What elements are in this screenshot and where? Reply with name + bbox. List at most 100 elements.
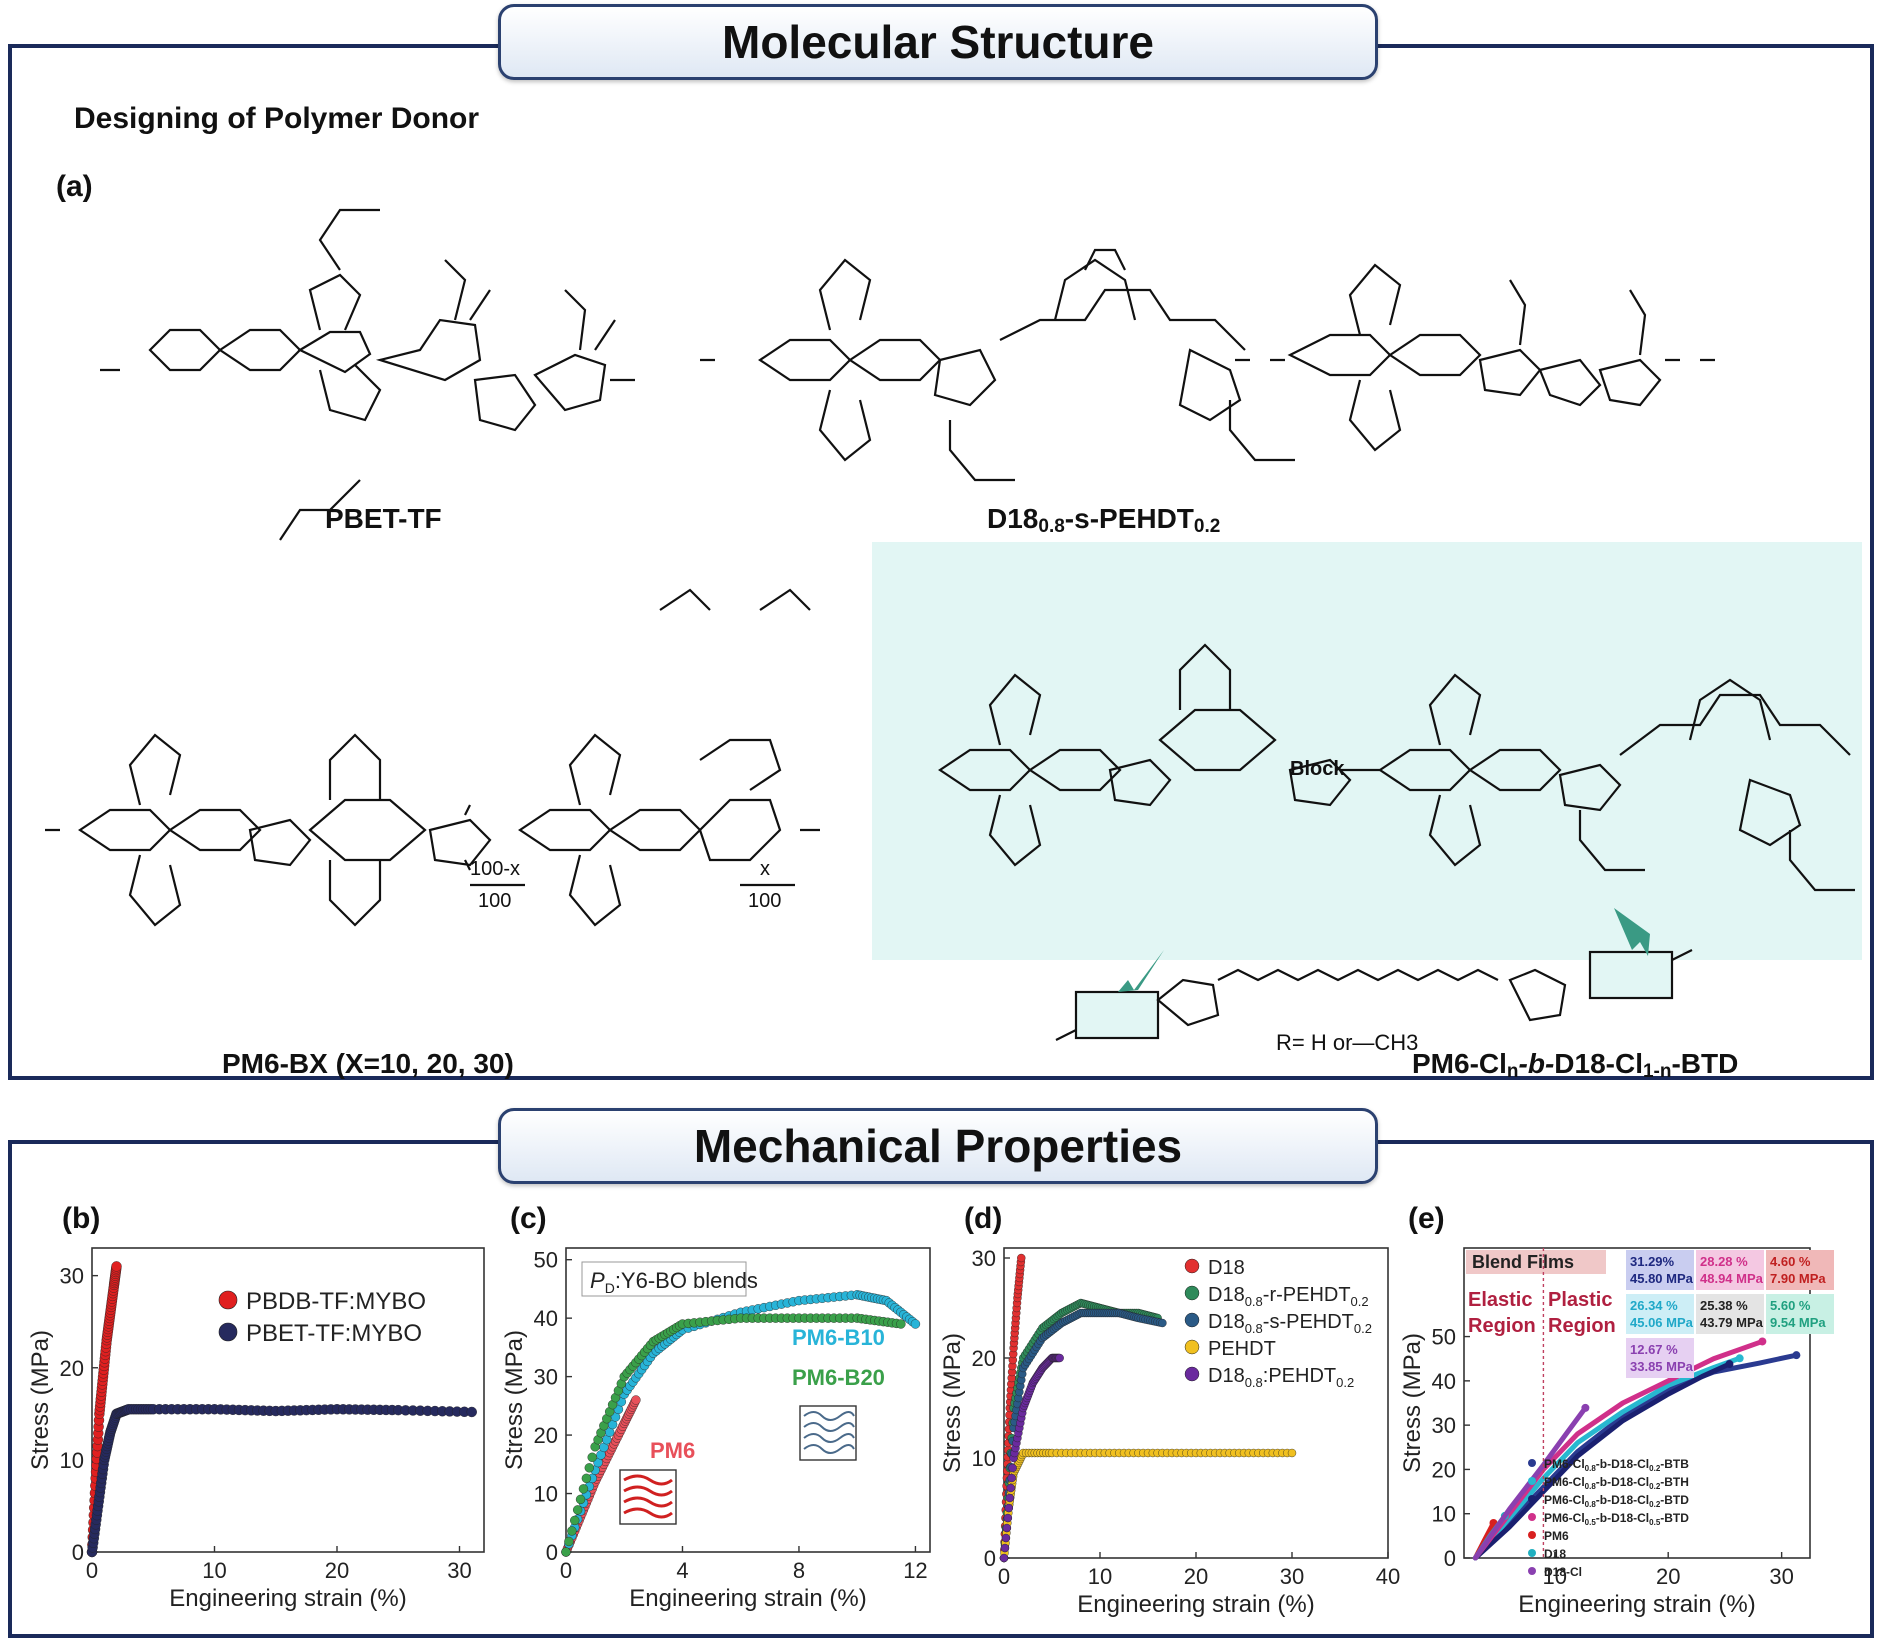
legend-label-sub2: 0.5	[1649, 1518, 1661, 1527]
legend-label-mid: :PEHDT	[1263, 1365, 1336, 1387]
series-line	[1472, 1338, 1765, 1561]
x-tick-label: 8	[793, 1558, 805, 1583]
legend-marker	[1528, 1567, 1536, 1575]
legend-label: D18	[1544, 1547, 1566, 1561]
legend-label: PBDB-TF:MYBO	[246, 1288, 426, 1315]
blend-box-label: PD:Y6-BO blends	[590, 1268, 758, 1296]
legend-label-mid: -b-D18-Cl	[1596, 1475, 1649, 1489]
y-tick-label: 30	[1432, 1413, 1456, 1438]
annotation-box	[1766, 1294, 1834, 1334]
legend-label-main: PM6-Cl	[1544, 1493, 1585, 1507]
series-label-pm6: PM6	[650, 1438, 695, 1463]
plot-frame	[1463, 1247, 1811, 1559]
fraction-top: 100-x	[470, 858, 521, 880]
annotation-box	[1766, 1250, 1834, 1290]
data-point	[111, 1261, 122, 1272]
y-axis-label: Stress (MPa)	[939, 1333, 966, 1473]
legend-label: D180.8-s-PEHDT0.2	[1208, 1311, 1372, 1336]
legend-marker	[1184, 1285, 1200, 1301]
morphology-fibril	[623, 1507, 673, 1519]
data-point	[575, 1494, 586, 1505]
morphology-fibril	[623, 1474, 673, 1486]
x-axis-label: Engineering strain (%)	[169, 1585, 406, 1612]
legend-label-main: PM6	[1544, 1529, 1569, 1543]
morphology-network	[803, 1422, 855, 1432]
morphology-network	[803, 1411, 855, 1421]
annotation-stress: 48.94 MPa	[1700, 1271, 1764, 1286]
pm6-block-label: PM6-Cln-b-D18-Cl1-n-BTD	[1412, 1048, 1738, 1083]
annotation-stress: 43.79 MPa	[1700, 1315, 1764, 1330]
x-axis-label: Engineering strain (%)	[1518, 1591, 1755, 1618]
x-tick-label: 0	[998, 1564, 1010, 1589]
mechanical-properties-title: Mechanical Properties	[693, 1120, 1183, 1172]
pm6-block-label-n: n	[1506, 1061, 1519, 1082]
annotation-stress: 7.90 MPa	[1770, 1271, 1826, 1286]
blend-label-post: :Y6-BO blends	[615, 1268, 758, 1293]
fraction-x-bottom: 100	[748, 890, 782, 912]
legend-marker	[1528, 1495, 1536, 1503]
legend-marker	[218, 1290, 238, 1310]
annotation-stress: 33.85 MPa	[1630, 1359, 1694, 1374]
legend-label-sub: 0.5	[1585, 1518, 1597, 1527]
x-tick-label: 4	[676, 1558, 688, 1583]
legend-marker	[1184, 1366, 1200, 1382]
y-tick-label: 0	[984, 1546, 996, 1571]
data-point	[1006, 1483, 1015, 1493]
y-tick-label: 30	[60, 1264, 84, 1289]
y-tick-label: 30	[534, 1365, 558, 1390]
y-tick-label: 30	[972, 1246, 996, 1271]
series-end-point	[1792, 1351, 1801, 1360]
legend-label-sub: 0.8	[1245, 1375, 1263, 1390]
legend-label-sub: 0.8	[1245, 1321, 1263, 1336]
x-tick-label: 10	[1088, 1564, 1112, 1589]
plot-frame	[91, 1247, 485, 1553]
block-copolymer-highlight	[872, 542, 1862, 960]
data-point	[1017, 1253, 1026, 1263]
y-tick-label: 50	[534, 1248, 558, 1273]
legend-label-sub2: 0.2	[1336, 1375, 1354, 1390]
annotation-stress: 45.80 MPa	[1630, 1271, 1694, 1286]
y-tick-label: 20	[534, 1423, 558, 1448]
panel-label-b: (b)	[62, 1202, 101, 1235]
y-tick-label: 20	[60, 1356, 84, 1381]
pbet-tf-label: PBET-TF	[325, 503, 442, 534]
legend-label-main: PM6-Cl	[1544, 1457, 1585, 1471]
legend-label-mid: -b-D18-Cl	[1596, 1511, 1649, 1525]
panel-label-c: (c)	[510, 1202, 547, 1235]
pbet-tf-structure	[100, 208, 635, 541]
legend-label-end: -BTB	[1660, 1457, 1689, 1471]
legend-label-main: D18	[1544, 1547, 1566, 1561]
legend-label: PM6	[1544, 1529, 1569, 1543]
legend-label-sub2: 0.2	[1354, 1321, 1372, 1336]
panel-label-d: (d)	[964, 1202, 1003, 1235]
x-axis-label: Engineering strain (%)	[1077, 1591, 1314, 1618]
morphology-fibril	[623, 1485, 673, 1497]
annotation-strain: 31.29%	[1630, 1254, 1675, 1269]
molecular-structure-banner: Molecular Structure	[498, 4, 1378, 80]
d18-label-sub1: 0.8	[1038, 516, 1065, 537]
series-label-pm6-b10: PM6-B10	[792, 1325, 885, 1350]
legend-label-main: D18	[1208, 1284, 1245, 1306]
pm6-bx-structure	[45, 588, 820, 927]
series-line	[1472, 1355, 1743, 1561]
pm6-block-label-n2: 1-n	[1642, 1061, 1672, 1082]
legend-label-sub2: 0.2	[1649, 1464, 1661, 1473]
annotation-box	[1696, 1294, 1764, 1334]
series-end-point	[1735, 1354, 1744, 1363]
y-tick-label: 10	[972, 1446, 996, 1471]
annotation-strain: 5.60 %	[1770, 1298, 1811, 1313]
legend-label: D18	[1208, 1257, 1245, 1279]
panel-label-e: (e)	[1408, 1202, 1445, 1235]
annotation-box	[1696, 1250, 1764, 1290]
annotation-box	[1626, 1338, 1694, 1378]
blend-box	[581, 1261, 747, 1297]
blend-label-p: P	[590, 1268, 605, 1293]
legend-label-sub: 0.8	[1585, 1482, 1597, 1491]
y-tick-label: 10	[534, 1482, 558, 1507]
legend-label: PM6-Cl0.5-b-D18-Cl0.5-BTD	[1544, 1511, 1689, 1527]
arrow-right	[1614, 908, 1650, 956]
data-point	[910, 1319, 921, 1329]
y-tick-label: 20	[972, 1346, 996, 1371]
pm6-block-label-c: D18-Cl	[1554, 1048, 1643, 1079]
